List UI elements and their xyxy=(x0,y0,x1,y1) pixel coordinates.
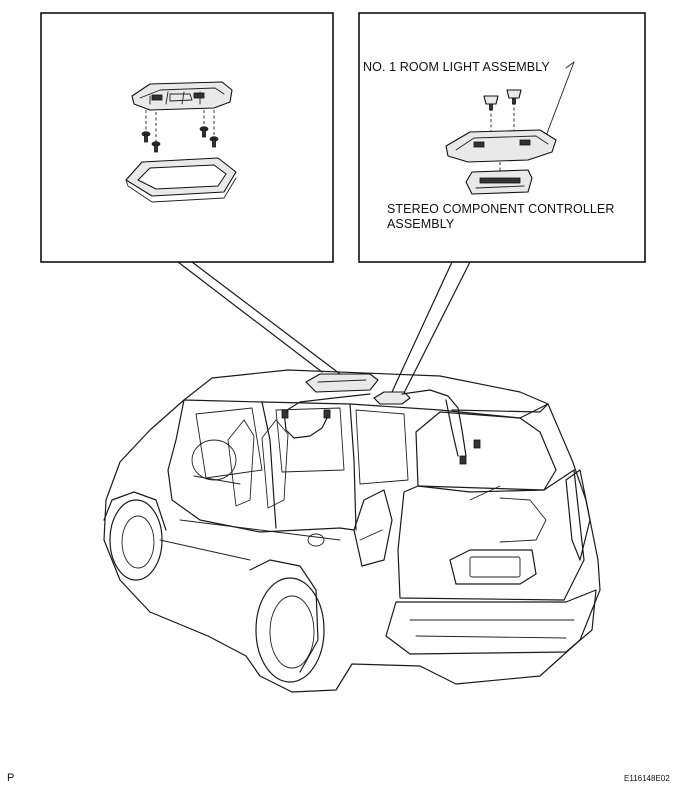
left-callout-leader xyxy=(177,261,341,375)
right-inset-panel xyxy=(358,12,646,263)
room-light-label: NO. 1 ROOM LIGHT ASSEMBLY xyxy=(363,60,550,74)
screw-icon xyxy=(199,126,209,138)
stereo-controller-label-line1: STEREO COMPONENT CONTROLLER xyxy=(387,202,615,216)
screw-icon xyxy=(506,89,522,105)
screws-right xyxy=(483,89,522,140)
stereo-controller-label-line2: ASSEMBLY xyxy=(387,217,455,231)
room-light-leader-line xyxy=(545,61,575,137)
figure-code: E116148E02 xyxy=(624,774,670,783)
screw-icon xyxy=(141,131,151,143)
trim-bezel xyxy=(125,157,237,203)
screw-icon xyxy=(209,136,219,148)
stereo-controller-label: STEREO COMPONENT CONTROLLER ASSEMBLY xyxy=(387,202,615,232)
room-light-assembly xyxy=(445,129,557,163)
roof-wiring xyxy=(281,373,481,465)
stereo-controller xyxy=(465,162,533,195)
room-light-housing-left xyxy=(131,81,233,111)
screws-left xyxy=(141,110,219,153)
page-mark: P xyxy=(7,772,15,784)
screw-icon xyxy=(151,141,161,153)
vehicle-illustration xyxy=(103,369,601,693)
screw-icon xyxy=(483,95,499,111)
right-callout-leader xyxy=(391,261,471,394)
left-inset-panel xyxy=(40,12,334,263)
